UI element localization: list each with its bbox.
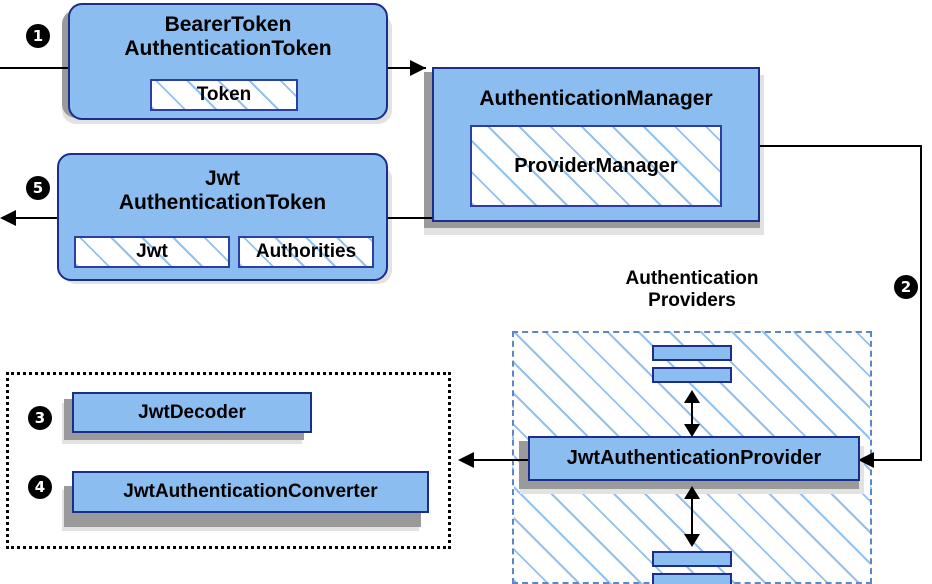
step-bullet-2: 2 (894, 275, 918, 299)
node-bearer-token-field-token[interactable]: Token (150, 79, 298, 111)
node-bearer-token-field-token-label: Token (196, 84, 252, 105)
authentication-providers-label-line1: Authentication (625, 268, 759, 289)
authentication-providers-label: Authentication Providers (562, 268, 822, 312)
provider-stack-bottom-bar-1 (652, 551, 732, 567)
connector-provider-top-link (691, 392, 693, 434)
node-jwt-token-field-authorities[interactable]: Authorities (238, 236, 374, 268)
arrowhead-provider-top-down (684, 424, 700, 437)
provider-stack-top (652, 345, 732, 383)
step-bullet-5: 5 (26, 176, 50, 200)
connector-manager-to-jwt-token (388, 217, 436, 219)
step-bullet-1: 1 (26, 24, 50, 48)
node-jwt-authentication-provider-title: JwtAuthenticationProvider (566, 447, 822, 470)
node-jwt-authentication-converter[interactable]: JwtAuthenticationConverter (72, 471, 429, 513)
node-bearer-token-line-1: BearerToken (164, 13, 292, 36)
provider-stack-top-bar-1 (652, 345, 732, 361)
arrowhead-bearer-to-manager (410, 60, 426, 76)
connector-provider-to-jwt-support (472, 459, 532, 461)
node-jwt-token-field-jwt-label: Jwt (136, 241, 168, 262)
authentication-providers-label-line2: Providers (648, 289, 736, 311)
provider-stack-top-bar-2 (652, 367, 732, 383)
step-bullet-3: 3 (28, 406, 52, 430)
arrowhead-into-provider (858, 452, 874, 468)
arrowhead-provider-to-jwt-support (458, 452, 474, 468)
node-jwt-authentication-converter-title: JwtAuthenticationConverter (123, 481, 378, 503)
node-bearer-token-line-2: AuthenticationToken (124, 36, 332, 60)
connector-request-in (0, 67, 70, 69)
connector-bearer-to-manager (388, 67, 426, 69)
node-jwt-decoder-title: JwtDecoder (138, 401, 246, 423)
arrowhead-provider-bottom-down (684, 534, 700, 547)
node-provider-manager[interactable]: ProviderManager (470, 125, 722, 207)
connector-provider-bottom-link (691, 488, 693, 544)
node-jwt-token-line-2: AuthenticationToken (118, 190, 327, 214)
provider-stack-bottom-bar-2 (652, 573, 732, 584)
node-jwt-token-field-authorities-label: Authorities (255, 241, 357, 262)
connector-into-provider (872, 459, 922, 461)
arrowhead-response-out (0, 210, 16, 226)
node-provider-manager-title: ProviderManager (514, 154, 678, 177)
arrowhead-provider-bottom-up (684, 486, 700, 499)
node-jwt-decoder[interactable]: JwtDecoder (72, 392, 312, 433)
node-jwt-token-line-1: Jwt (204, 167, 240, 190)
step-bullet-4: 4 (28, 475, 52, 499)
provider-stack-bottom (652, 551, 732, 584)
node-authentication-manager-title: AuthenticationManager (479, 87, 713, 110)
node-jwt-token-field-jwt[interactable]: Jwt (74, 236, 230, 268)
node-jwt-authentication-provider[interactable]: JwtAuthenticationProvider (528, 436, 860, 481)
connector-manager-right (758, 145, 922, 147)
connector-response-out (8, 217, 70, 219)
connector-manager-down (920, 145, 922, 460)
arrowhead-provider-top-up (684, 390, 700, 403)
